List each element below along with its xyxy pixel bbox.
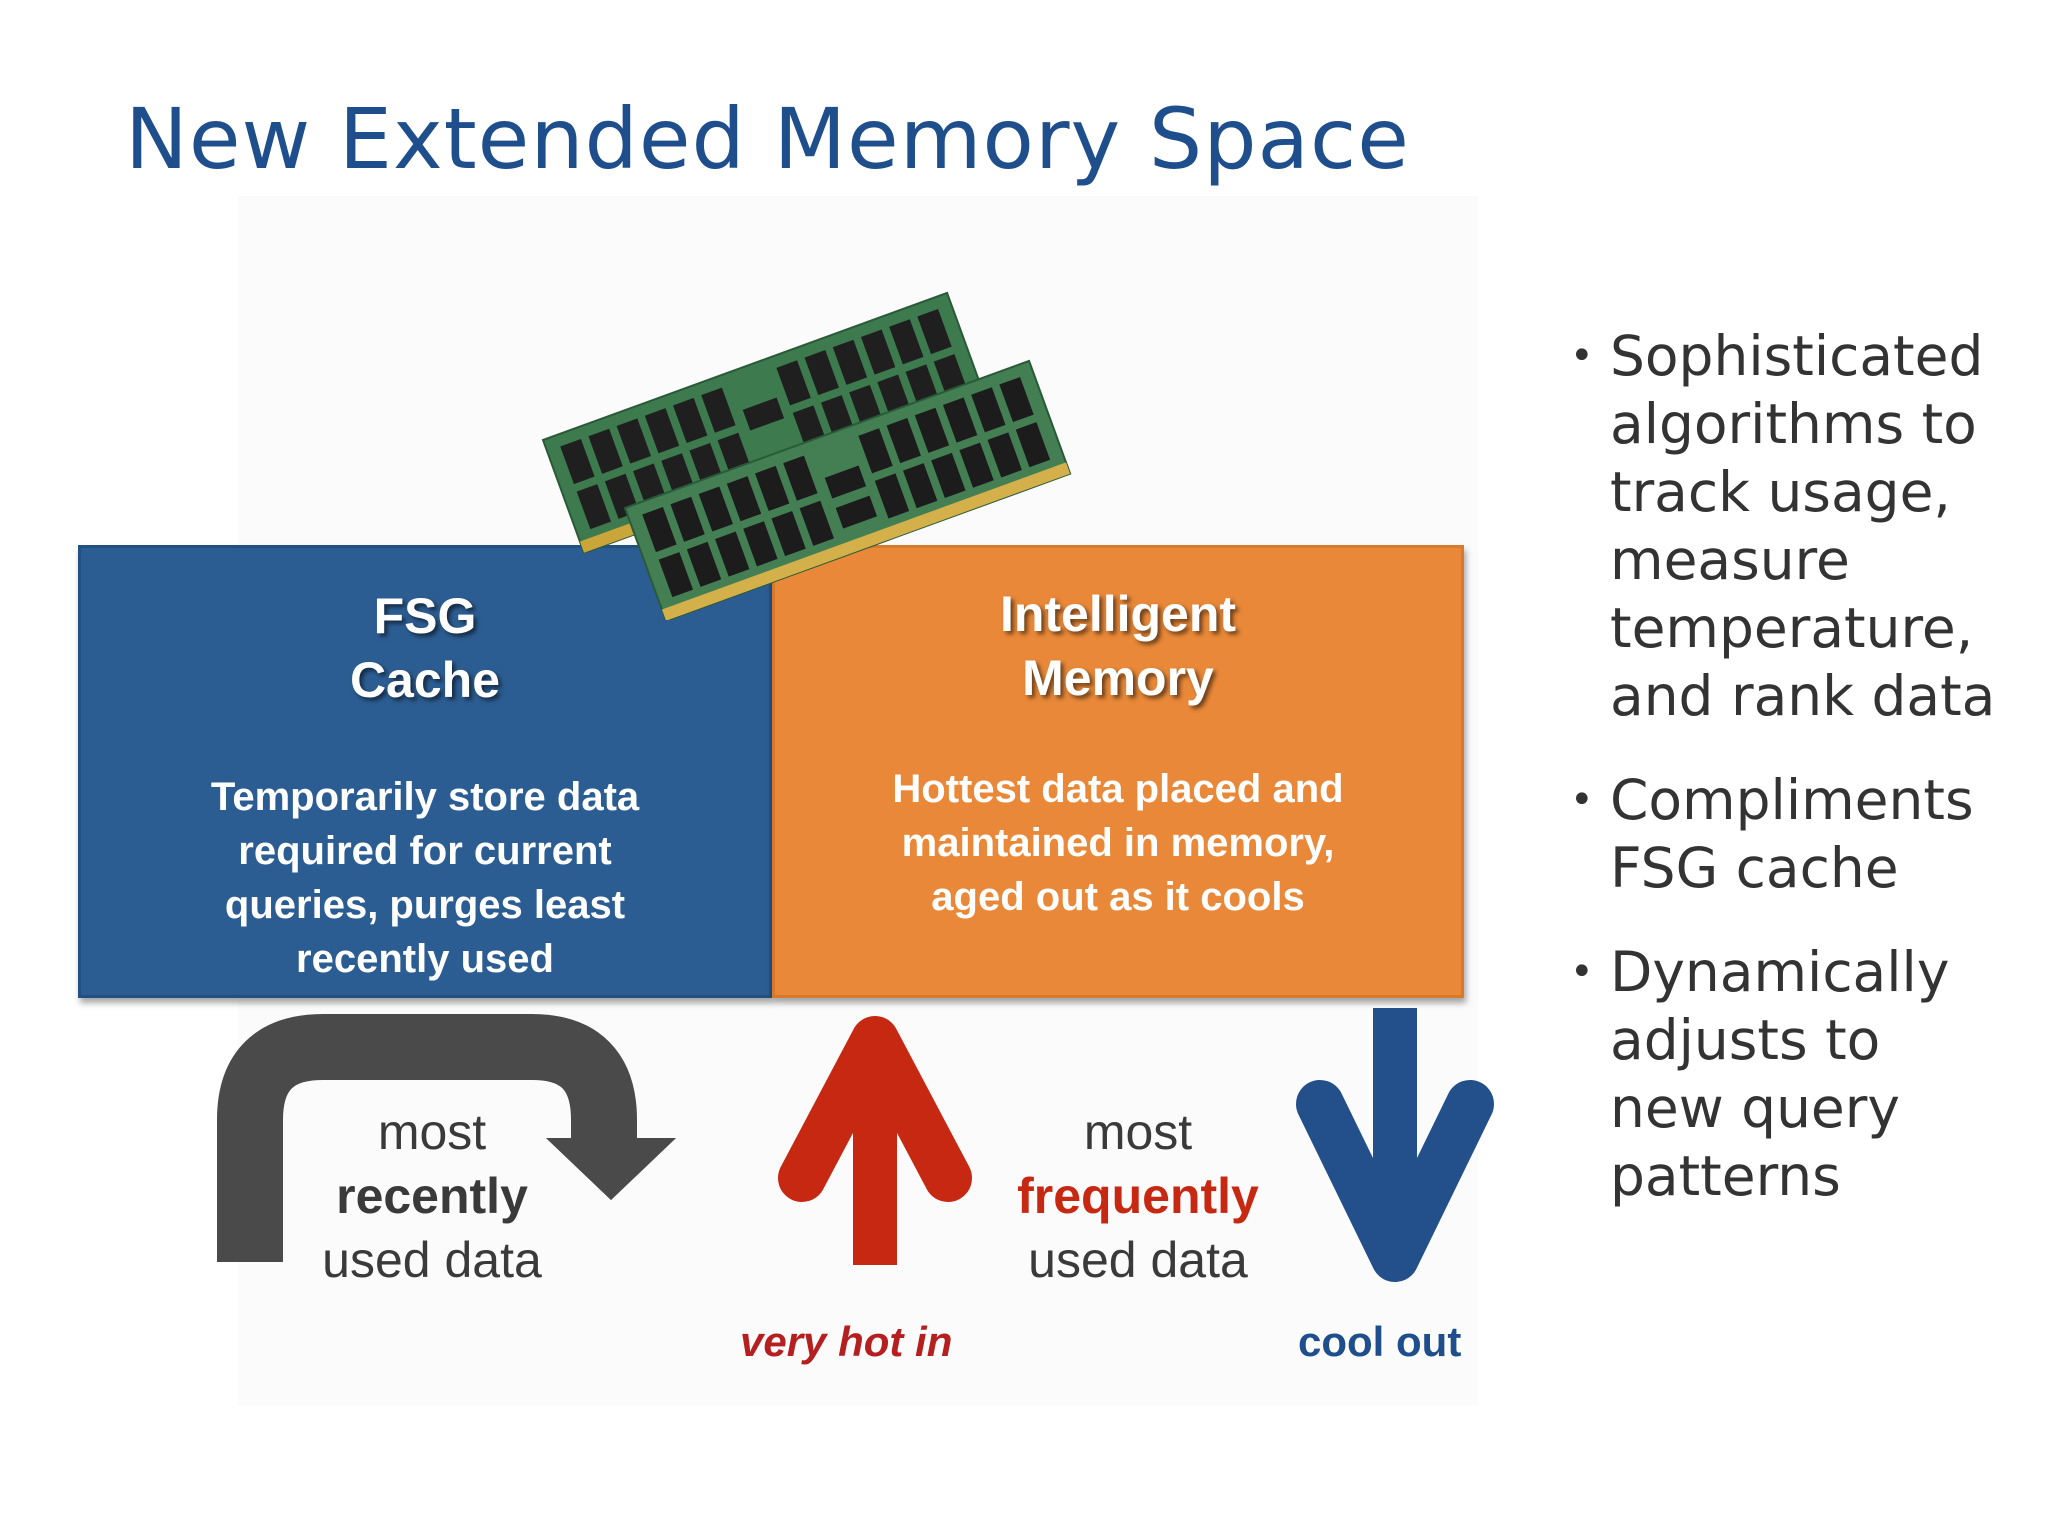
intelligent-memory-desc-line: Hottest data placed and <box>892 767 1344 811</box>
bullet-line: patterns <box>1610 1144 1841 1208</box>
fsg-cache-title-line: Cache <box>349 652 501 708</box>
recently-used-keyword: recently <box>336 1168 528 1224</box>
fsg-cache-title-line: FSG <box>373 588 477 644</box>
bullet-line: adjusts to <box>1610 1008 1881 1072</box>
bullet-line: algorithms to <box>1610 392 1977 456</box>
fsg-cache-desc-line: queries, purges least <box>224 883 626 927</box>
bullet-item: Compliments FSG cache <box>1570 766 2040 902</box>
fsg-cache-box: FSG Cache Temporarily store data require… <box>78 545 772 998</box>
bullet-line: and rank data <box>1610 664 1996 728</box>
fsg-cache-title: FSG Cache <box>81 584 769 712</box>
intelligent-memory-title: Intelligent Memory <box>775 582 1461 710</box>
fsg-cache-description: Temporarily store data required for curr… <box>81 770 769 986</box>
fsg-cache-desc-line: recently used <box>296 937 554 981</box>
bullet-line: FSG cache <box>1610 836 1899 900</box>
recently-used-line1: most <box>377 1104 487 1160</box>
frequently-used-label: most frequently used data <box>978 1100 1298 1292</box>
intelligent-memory-desc-line: maintained in memory, <box>901 821 1335 865</box>
recently-used-label: most recently used data <box>292 1100 572 1292</box>
ram-module-icon <box>541 291 1072 620</box>
fsg-cache-desc-line: Temporarily store data <box>210 775 640 819</box>
bullet-line: Dynamically <box>1610 940 1950 1004</box>
slide-title: New Extended Memory Space <box>125 90 1410 188</box>
intelligent-memory-title-line: Memory <box>1022 650 1214 706</box>
frequently-used-line3: used data <box>1028 1232 1248 1288</box>
bullet-line: Compliments <box>1610 768 1974 832</box>
bullet-line: new query <box>1610 1076 1900 1140</box>
very-hot-in-label: very hot in <box>740 1318 953 1365</box>
bullet-item: Dynamically adjusts to new query pattern… <box>1570 938 2040 1210</box>
cool-out-label: cool out <box>1298 1318 1462 1365</box>
bullet-line: track usage, <box>1610 460 1951 524</box>
intelligent-memory-title-line: Intelligent <box>999 586 1237 642</box>
bullet-list: Sophisticated algorithms to track usage,… <box>1570 322 2040 1246</box>
intelligent-memory-description: Hottest data placed and maintained in me… <box>775 762 1461 924</box>
frequently-used-line1: most <box>1083 1104 1193 1160</box>
intelligent-memory-box: Intelligent Memory Hottest data placed a… <box>772 545 1464 998</box>
bullet-line: Sophisticated <box>1610 324 1984 388</box>
fsg-cache-desc-line: required for current <box>238 829 612 873</box>
recently-used-line3: used data <box>322 1232 542 1288</box>
bullet-line: temperature, <box>1610 596 1974 660</box>
frequently-used-keyword: frequently <box>1017 1168 1259 1224</box>
intelligent-memory-desc-line: aged out as it cools <box>931 875 1305 919</box>
bullet-item: Sophisticated algorithms to track usage,… <box>1570 322 2040 730</box>
u-turn-arrow-icon <box>217 1014 637 1262</box>
bullet-line: measure <box>1610 528 1850 592</box>
